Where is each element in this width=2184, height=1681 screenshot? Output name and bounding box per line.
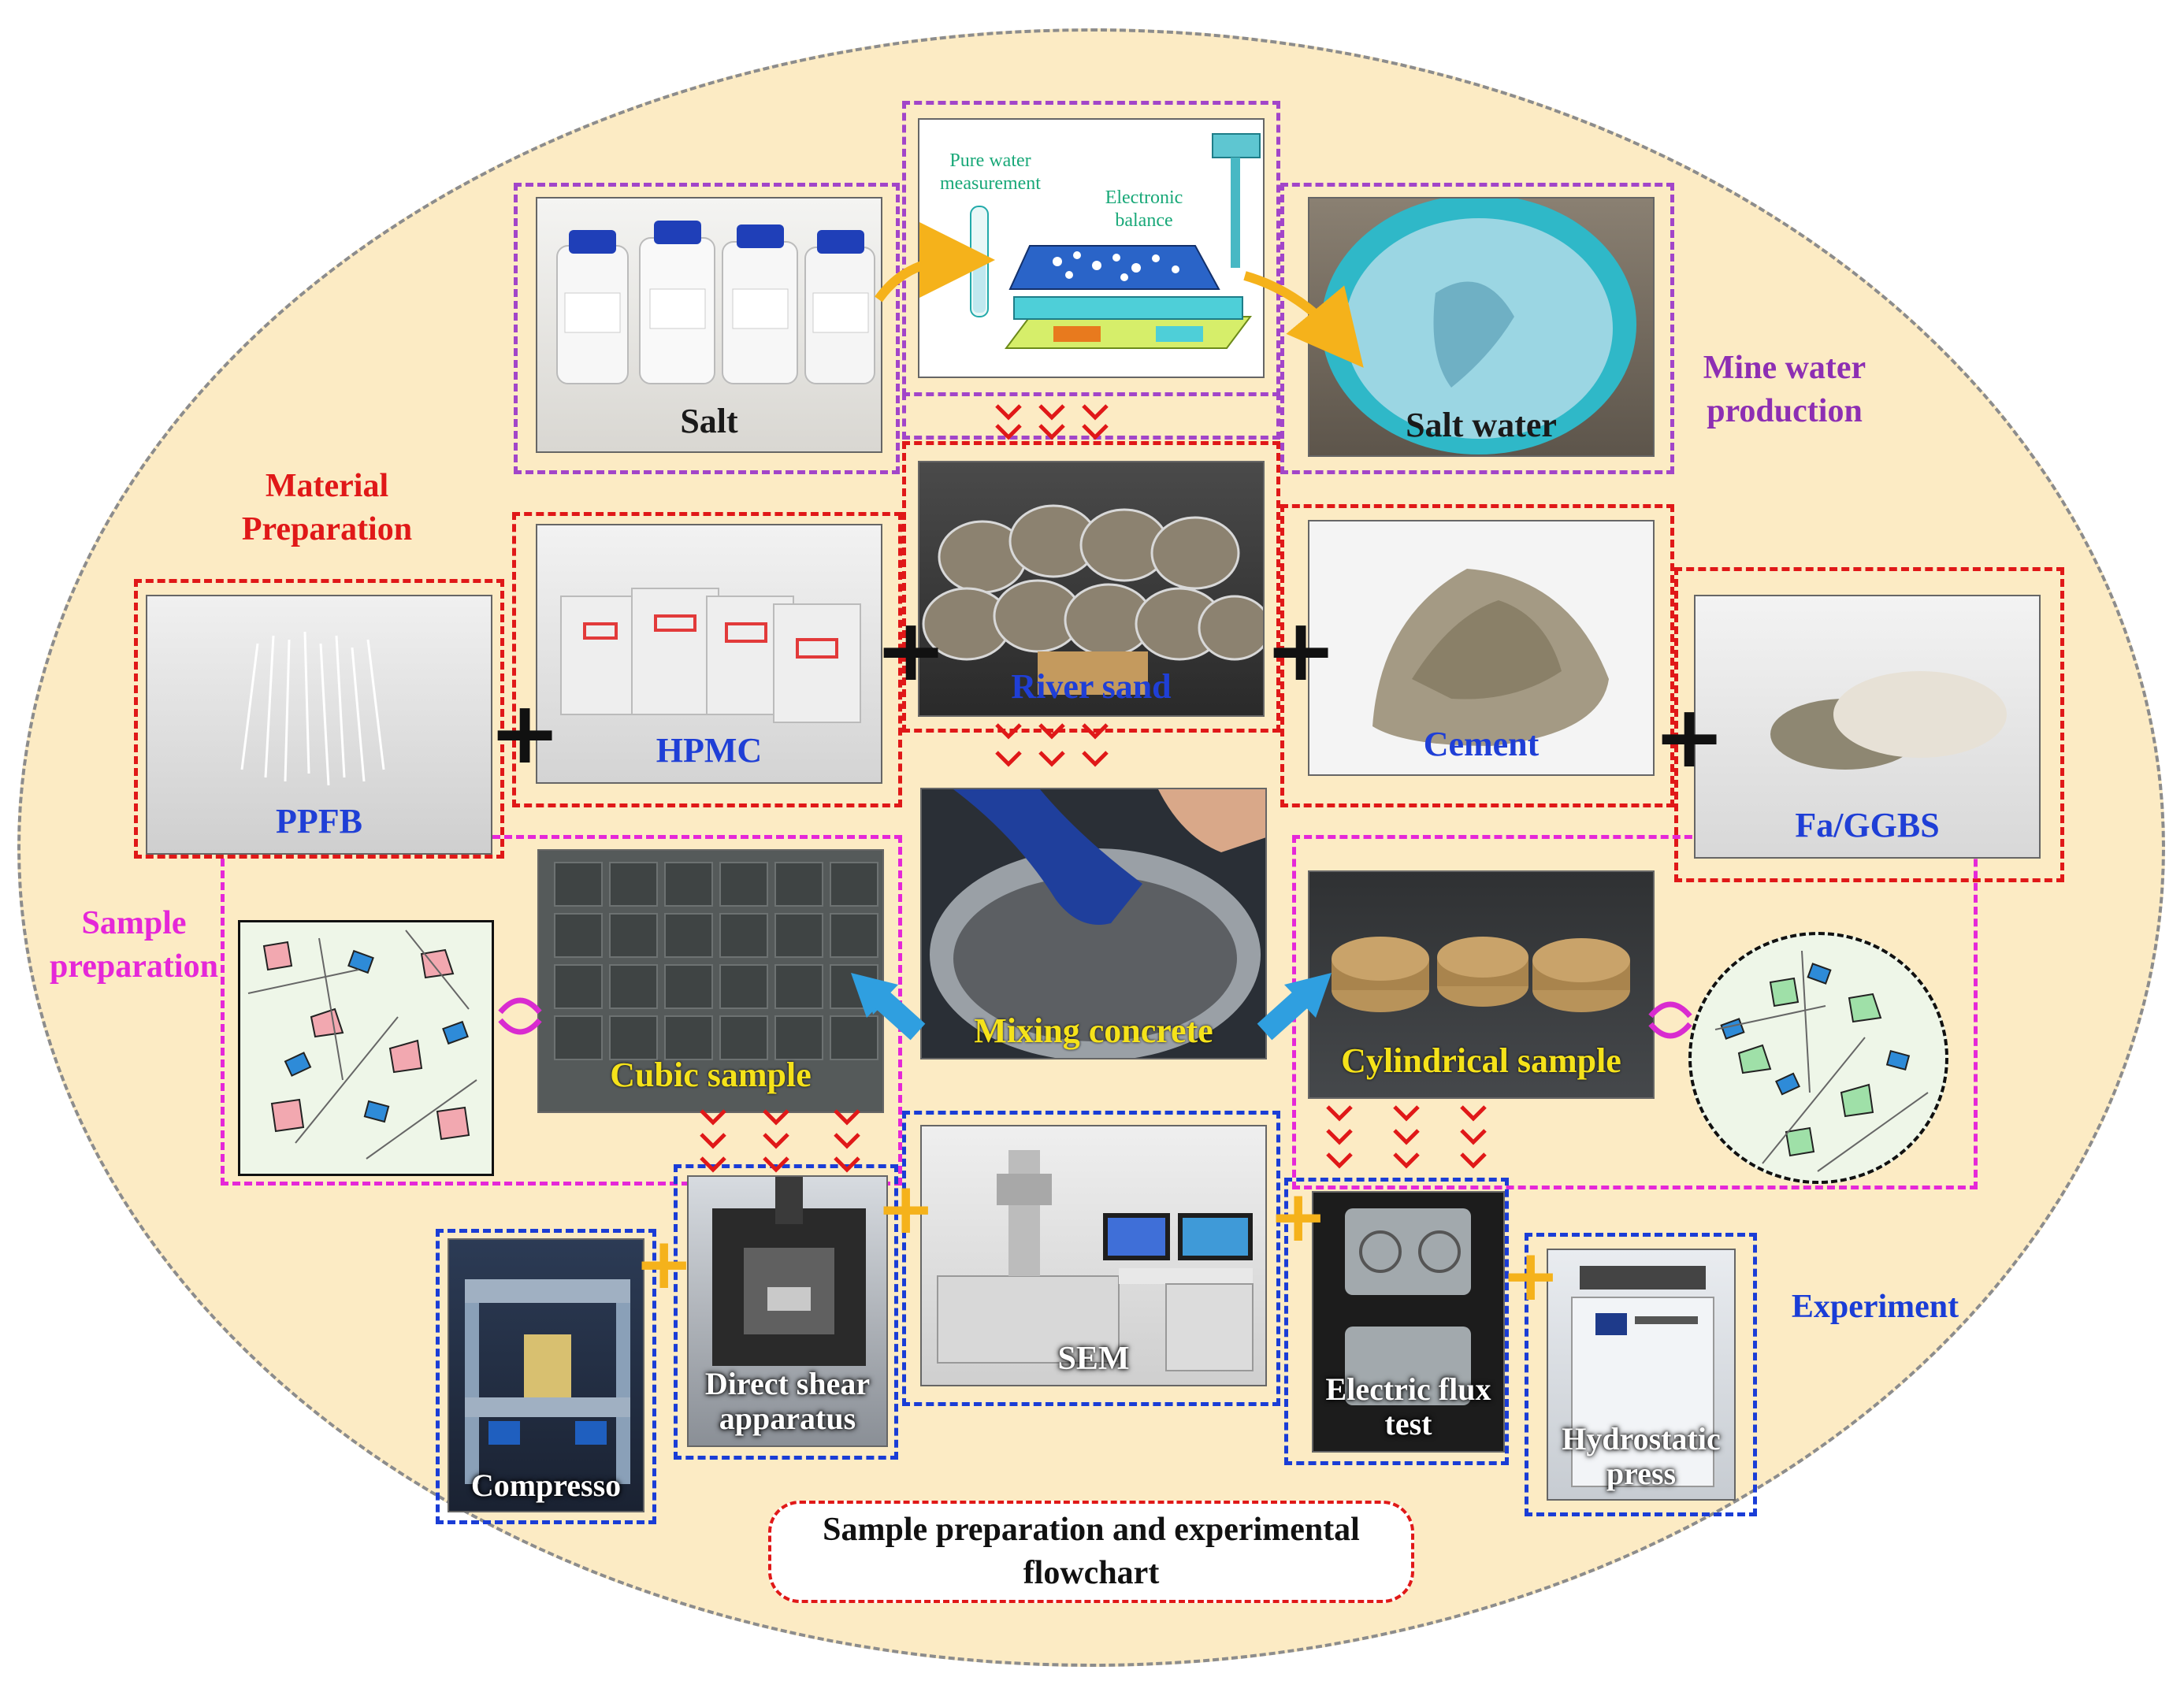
cement-photo: Cement [1308,520,1655,776]
ppfb-fibers-illustration [240,631,385,786]
fa-ggbs-label: Fa/GGBS [1795,805,1940,844]
cement-label: Cement [1423,724,1540,763]
plus-icon: + [1265,599,1338,700]
balance-illustration: Pure water measurement Electronic balanc… [918,118,1265,378]
ppfb-photo: PPFB [146,595,492,855]
hpmc-label: HPMC [656,730,763,770]
direct-shear-label: Direct shear apparatus [704,1366,871,1436]
experiment-box-sem [902,1111,1280,1406]
hydrostatic-photo: Hydrostatic press [1547,1249,1736,1501]
sand-bags-illustration [922,504,1263,695]
experiment-box-compresso [436,1229,656,1524]
hydrostatic-press-illustration [1571,1266,1714,1487]
plus-icon: + [634,1223,694,1305]
sem-photo: SEM [920,1125,1267,1386]
salt-water-label: Salt water [1406,405,1557,444]
mine-water-box-left [514,183,900,474]
cubic-schematic [238,920,494,1176]
hpmc-photo: HPMC [536,524,882,784]
direct-shear-photo: Direct shear apparatus [687,1175,888,1447]
flowchart-title: Sample preparation and experimental flow… [768,1501,1414,1603]
fa-ggbs-photo: Fa/GGBS [1694,595,2041,859]
fa-ggbs-powder-illustration [1770,671,2007,770]
salt-label: Salt [680,401,738,440]
experiment-box-hydro [1525,1233,1757,1516]
material-box-hpmc [512,512,902,807]
plus-icon: + [488,682,562,783]
river-sand-photo: River sand [918,461,1265,717]
shear-apparatus-illustration [712,1177,866,1366]
salt-bottles-illustration [556,221,875,384]
material-box-left [134,579,504,859]
material-box-right [1674,567,2064,882]
mixing-concrete-photo: Mixing concrete [920,788,1267,1059]
sem-microscope-illustration [937,1150,1254,1371]
section-experiment: Experiment [1791,1289,1959,1325]
section-material: Material Preparation [241,468,413,547]
salt-water-photo: Salt water [1308,197,1655,457]
cylinder-fiber-schematic [1714,950,1929,1172]
experiment-box-flux [1284,1178,1509,1465]
cubic-sample-label: Cubic sample [610,1055,812,1094]
electric-flux-photo: Electric flux test [1312,1191,1505,1453]
cubic-sample-photo: Cubic sample [537,849,884,1113]
mixing-concrete-label: Mixing concrete [974,1011,1213,1050]
cylindrical-sample-photo: Cylindrical sample [1308,870,1655,1099]
material-box-cement [1280,504,1674,807]
mixing-bowl-illustration [930,789,1265,1058]
electronic-balance-label: Electronic balance [1105,187,1183,231]
hpmc-bags-illustration [560,588,861,723]
section-sample: Sample preparation [50,905,218,985]
river-sand-label: River sand [1011,666,1172,706]
compresso-label: Compresso [470,1468,622,1503]
electric-flux-cells-illustration [1345,1208,1471,1405]
hydrostatic-label: Hydrostatic press [1562,1421,1721,1491]
sem-label: SEM [1057,1340,1130,1377]
pure-water-label: Pure water measurement [940,150,1041,194]
section-mine-water: Mine water production [1703,350,1866,429]
cylindrical-sample-label: Cylindrical sample [1341,1041,1621,1080]
compresso-photo: Compresso [448,1238,644,1512]
ppfb-label: PPFB [276,801,362,840]
plus-icon: + [876,1167,936,1250]
plus-icon: + [1501,1234,1561,1317]
cylinder-schematic [1688,932,1948,1184]
mine-water-box-bottom [902,392,1280,440]
plus-icon: + [1268,1175,1328,1258]
salt-photo: Salt [536,197,882,453]
plus-icon: + [1653,686,1726,787]
cubic-fiber-schematic [247,930,477,1160]
cylinders-illustration [1332,937,1630,1012]
electric-flux-label: Electric flux test [1325,1371,1491,1442]
compression-machine-illustration [465,1279,630,1484]
mine-water-box-center [902,101,1280,396]
cement-pile-illustration [1372,569,1609,746]
salt-water-bucket-illustration [1321,199,1636,455]
plus-icon: + [875,599,948,700]
